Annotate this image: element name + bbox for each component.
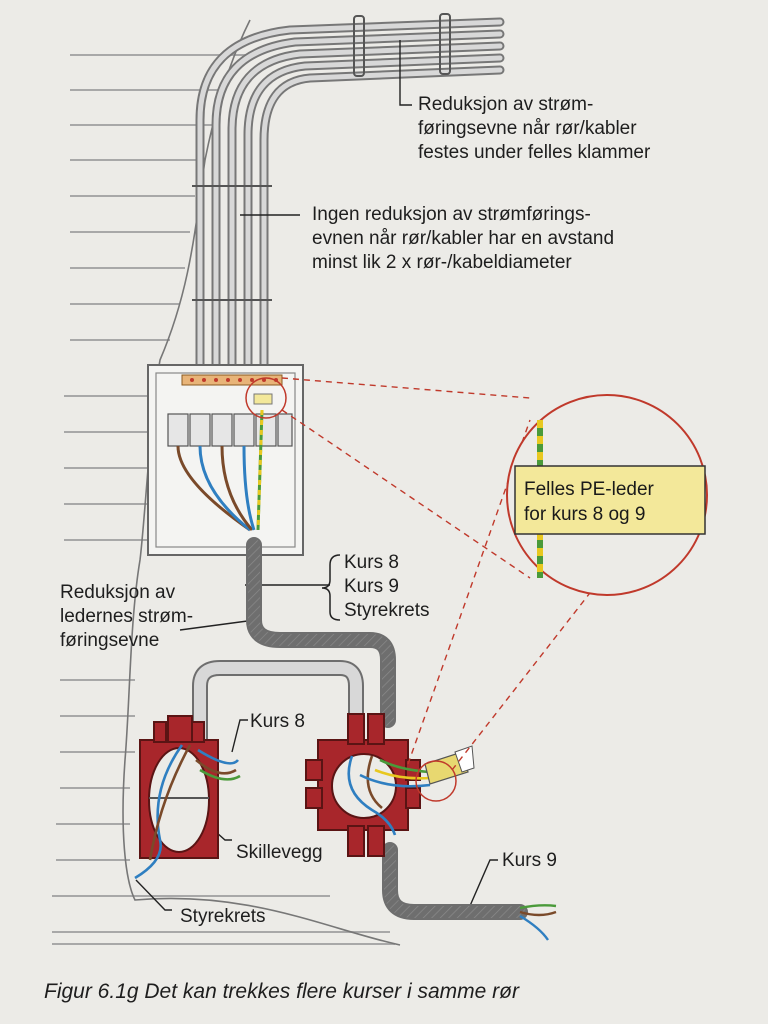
label-circuits-kurs9: Kurs 9 bbox=[344, 576, 399, 597]
leader-lines bbox=[135, 40, 498, 916]
label-circuits-group: Kurs 8 Kurs 9 Styrekrets bbox=[344, 552, 430, 621]
label-no-reduction-line1: Ingen reduksjon av strømførings- bbox=[312, 204, 591, 225]
top-conduit-bundle bbox=[195, 17, 505, 385]
label-conductor-reduction-line2: ledernes strøm- bbox=[60, 606, 193, 627]
label-pe-callout: Felles PE-leder for kurs 8 og 9 bbox=[524, 479, 655, 525]
label-reduction-clamps-line3: festes under felles klammer bbox=[418, 142, 651, 163]
label-reduction-clamps: Reduksjon av strøm- føringsevne når rør/… bbox=[418, 94, 651, 163]
wire-connector bbox=[424, 745, 475, 785]
label-reduction-clamps-line2: føringsevne når rør/kabler bbox=[418, 118, 637, 139]
label-conductor-reduction-line3: føringsevne bbox=[60, 630, 159, 651]
label-styrekrets: Styrekrets bbox=[180, 906, 266, 927]
left-junction-box bbox=[134, 715, 241, 880]
label-skillevegg: Skillevegg bbox=[236, 842, 323, 863]
wall-siding bbox=[52, 54, 395, 945]
magnifier-callout bbox=[281, 377, 708, 771]
label-no-reduction-line2: evnen når rør/kabler har en avstand bbox=[312, 228, 614, 249]
distribution-cabinet bbox=[147, 364, 304, 556]
main-conduit bbox=[192, 537, 528, 920]
label-pe-callout-line1: Felles PE-leder bbox=[524, 479, 655, 500]
label-conductor-reduction: Reduksjon av ledernes strøm- føringsevne bbox=[60, 582, 193, 651]
right-junction-box bbox=[305, 713, 475, 857]
label-no-reduction-line3: minst lik 2 x rør-/kabeldiameter bbox=[312, 252, 572, 273]
kurs9-cable-ends bbox=[519, 904, 557, 941]
label-circuits-kurs8: Kurs 8 bbox=[344, 552, 399, 573]
label-reduction-clamps-line1: Reduksjon av strøm- bbox=[418, 94, 593, 115]
label-circuits-styrekrets: Styrekrets bbox=[344, 600, 430, 621]
label-kurs8: Kurs 8 bbox=[250, 711, 305, 732]
breaker-row bbox=[167, 413, 293, 447]
label-conductor-reduction-line1: Reduksjon av bbox=[60, 582, 176, 603]
label-no-reduction: Ingen reduksjon av strømførings- evnen n… bbox=[312, 204, 614, 273]
label-pe-callout-line2: for kurs 8 og 9 bbox=[524, 504, 645, 525]
figure-caption: Figur 6.1g Det kan trekkes flere kurser … bbox=[44, 980, 520, 1003]
cabinet-wires bbox=[176, 409, 264, 532]
label-kurs9: Kurs 9 bbox=[502, 850, 557, 871]
circuits-brace bbox=[321, 554, 341, 621]
cable-clamps bbox=[192, 13, 451, 301]
